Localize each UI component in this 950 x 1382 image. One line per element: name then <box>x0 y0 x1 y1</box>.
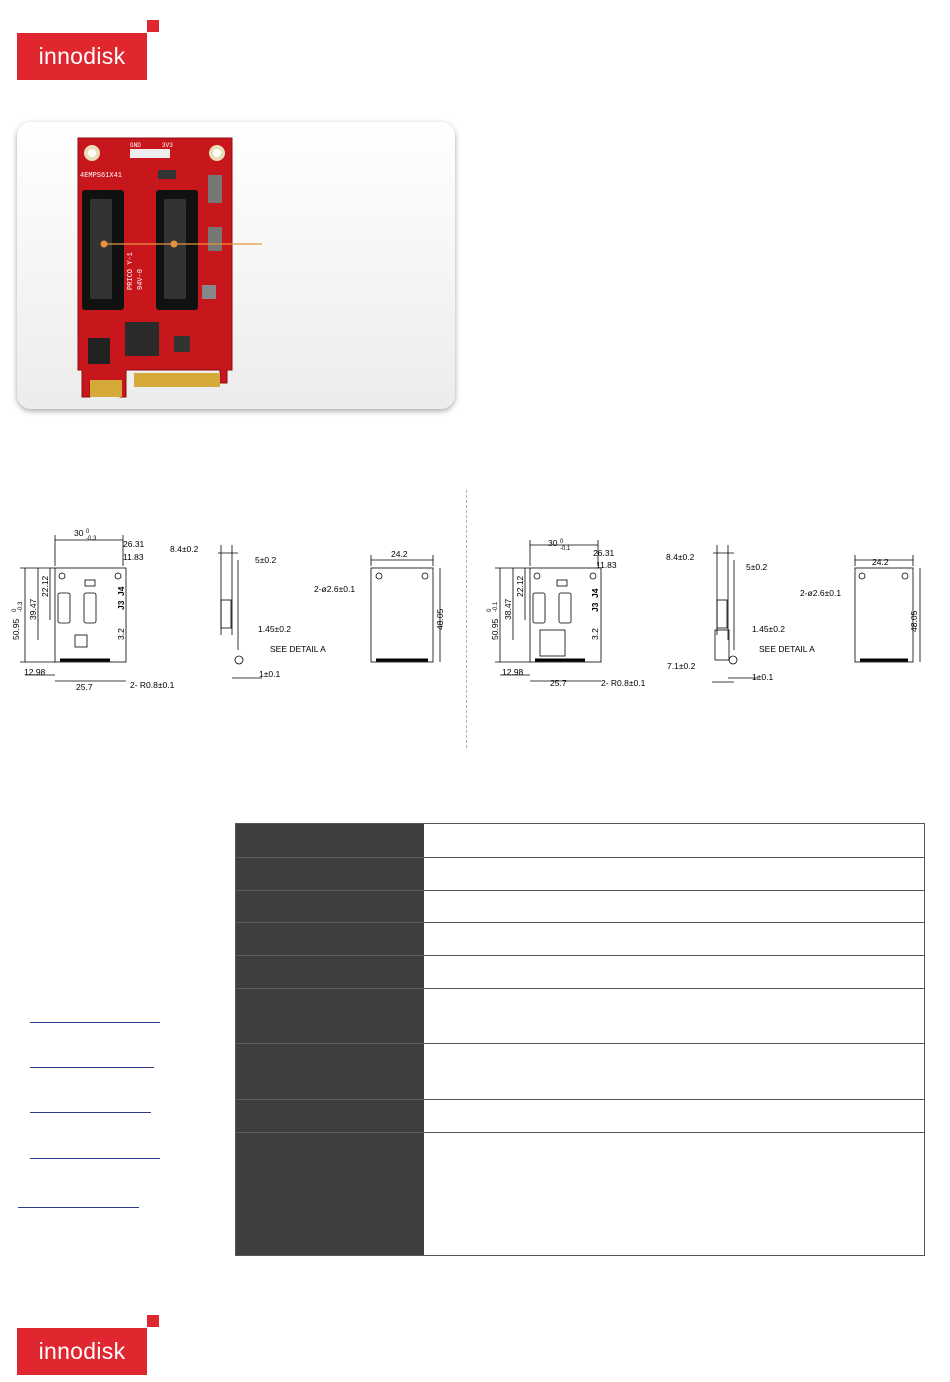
logo-text-footer: innodisk <box>38 1338 126 1364</box>
svg-text:3.2: 3.2 <box>116 628 126 640</box>
svg-text:48.05: 48.05 <box>435 608 445 630</box>
row-separator <box>424 955 924 956</box>
svg-text:J4: J4 <box>116 586 126 596</box>
silk-3v3: 3V3 <box>162 142 173 149</box>
spec-label-7 <box>236 1043 424 1099</box>
label-separator <box>236 922 424 923</box>
row-separator <box>424 1043 924 1044</box>
label-separator <box>236 1043 424 1044</box>
svg-text:22.12: 22.12 <box>515 575 525 597</box>
svg-text:J3: J3 <box>116 600 126 610</box>
row-separator <box>424 1132 924 1133</box>
svg-text:24.2: 24.2 <box>872 557 889 567</box>
svg-text:22.12: 22.12 <box>40 575 50 597</box>
svg-text:50.95: 50.95 <box>490 618 500 640</box>
spec-label-4 <box>236 922 424 955</box>
drawing-divider <box>466 490 467 748</box>
sidebar-link-4[interactable] <box>30 1158 160 1159</box>
svg-text:25.7: 25.7 <box>550 678 567 688</box>
svg-text:8.4±0.2: 8.4±0.2 <box>666 552 695 562</box>
svg-text:J4: J4 <box>590 588 600 598</box>
svg-text:2-ø2.6±0.1: 2-ø2.6±0.1 <box>800 588 841 598</box>
svg-text:11.83: 11.83 <box>123 552 144 562</box>
svg-text:2- R0.8±0.1: 2- R0.8±0.1 <box>130 680 175 690</box>
svg-text:5±0.2: 5±0.2 <box>746 562 767 572</box>
spec-label-6 <box>236 988 424 1043</box>
svg-text:-0.3: -0.3 <box>18 601 24 612</box>
spec-label-8 <box>236 1099 424 1132</box>
svg-text:SEE DETAIL A: SEE DETAIL A <box>270 644 326 654</box>
svg-text:39.47: 39.47 <box>28 598 38 620</box>
svg-text:2-ø2.6±0.1: 2-ø2.6±0.1 <box>314 584 355 594</box>
spec-table <box>235 823 925 1256</box>
svg-text:50.95: 50.95 <box>11 618 21 640</box>
label-separator <box>236 1099 424 1100</box>
innodisk-logo-footer: innodisk <box>17 1315 160 1375</box>
innodisk-logo: innodisk <box>17 20 160 80</box>
label-separator <box>236 857 424 858</box>
row-separator <box>424 890 924 891</box>
svg-text:11.83: 11.83 <box>596 560 617 570</box>
svg-text:26.31: 26.31 <box>593 548 615 558</box>
spec-label-1 <box>236 824 424 857</box>
silk-prico: PRICO Y-1 <box>127 252 135 290</box>
label-separator <box>236 988 424 989</box>
row-separator <box>424 1099 924 1100</box>
sidebar-link-1[interactable] <box>30 1022 160 1023</box>
svg-text:SEE DETAIL A: SEE DETAIL A <box>759 644 815 654</box>
svg-text:5±0.2: 5±0.2 <box>255 555 276 565</box>
svg-text:1.45±0.2: 1.45±0.2 <box>752 624 785 634</box>
silk-gnd: GND <box>130 142 141 149</box>
svg-text:25.7: 25.7 <box>76 682 93 692</box>
sidebar-link-5[interactable] <box>18 1207 139 1208</box>
sidebar-link-3[interactable] <box>30 1112 151 1113</box>
svg-text:J3: J3 <box>590 602 600 612</box>
svg-text:12.98: 12.98 <box>24 667 46 677</box>
spec-label-9 <box>236 1132 424 1255</box>
svg-text:38.47: 38.47 <box>503 598 513 620</box>
svg-text:-0.3: -0.3 <box>86 536 97 542</box>
row-separator <box>424 922 924 923</box>
svg-text:26.31: 26.31 <box>123 539 145 549</box>
svg-text:1±0.1: 1±0.1 <box>752 672 773 682</box>
svg-text:0: 0 <box>487 608 493 612</box>
svg-text:48.05: 48.05 <box>909 610 919 632</box>
svg-text:0: 0 <box>12 608 18 612</box>
callout-line <box>100 240 262 248</box>
svg-text:30: 30 <box>74 528 84 538</box>
svg-text:0: 0 <box>560 539 564 545</box>
svg-text:-0.1: -0.1 <box>493 601 499 612</box>
svg-text:2- R0.8±0.1: 2- R0.8±0.1 <box>601 678 646 688</box>
svg-text:1±0.1: 1±0.1 <box>259 669 280 679</box>
label-separator <box>236 1132 424 1133</box>
label-separator <box>236 955 424 956</box>
svg-text:12.98: 12.98 <box>502 667 524 677</box>
svg-text:3.2: 3.2 <box>590 628 600 640</box>
label-separator <box>236 890 424 891</box>
product-photo: GND 3V3 4EMPS61X41 PRICO Y-1 94V-0 <box>77 137 233 398</box>
svg-text:7.1±0.2: 7.1±0.2 <box>667 661 696 671</box>
svg-text:1.45±0.2: 1.45±0.2 <box>258 624 291 634</box>
logo-text: innodisk <box>38 43 126 69</box>
drawing-left <box>20 535 441 682</box>
drawing-right <box>495 540 921 683</box>
svg-text:30: 30 <box>548 538 558 548</box>
spec-label-2 <box>236 857 424 890</box>
svg-text:24.2: 24.2 <box>391 549 408 559</box>
sidebar-link-2[interactable] <box>30 1067 154 1068</box>
silk-94v0: 94V-0 <box>137 269 145 290</box>
row-separator <box>424 857 924 858</box>
svg-text:-0.1: -0.1 <box>560 546 571 552</box>
spec-label-5 <box>236 955 424 988</box>
silk-model: 4EMPS61X41 <box>80 172 122 180</box>
row-separator <box>424 988 924 989</box>
svg-text:8.4±0.2: 8.4±0.2 <box>170 544 199 554</box>
svg-text:0: 0 <box>86 529 90 535</box>
spec-label-3 <box>236 890 424 922</box>
